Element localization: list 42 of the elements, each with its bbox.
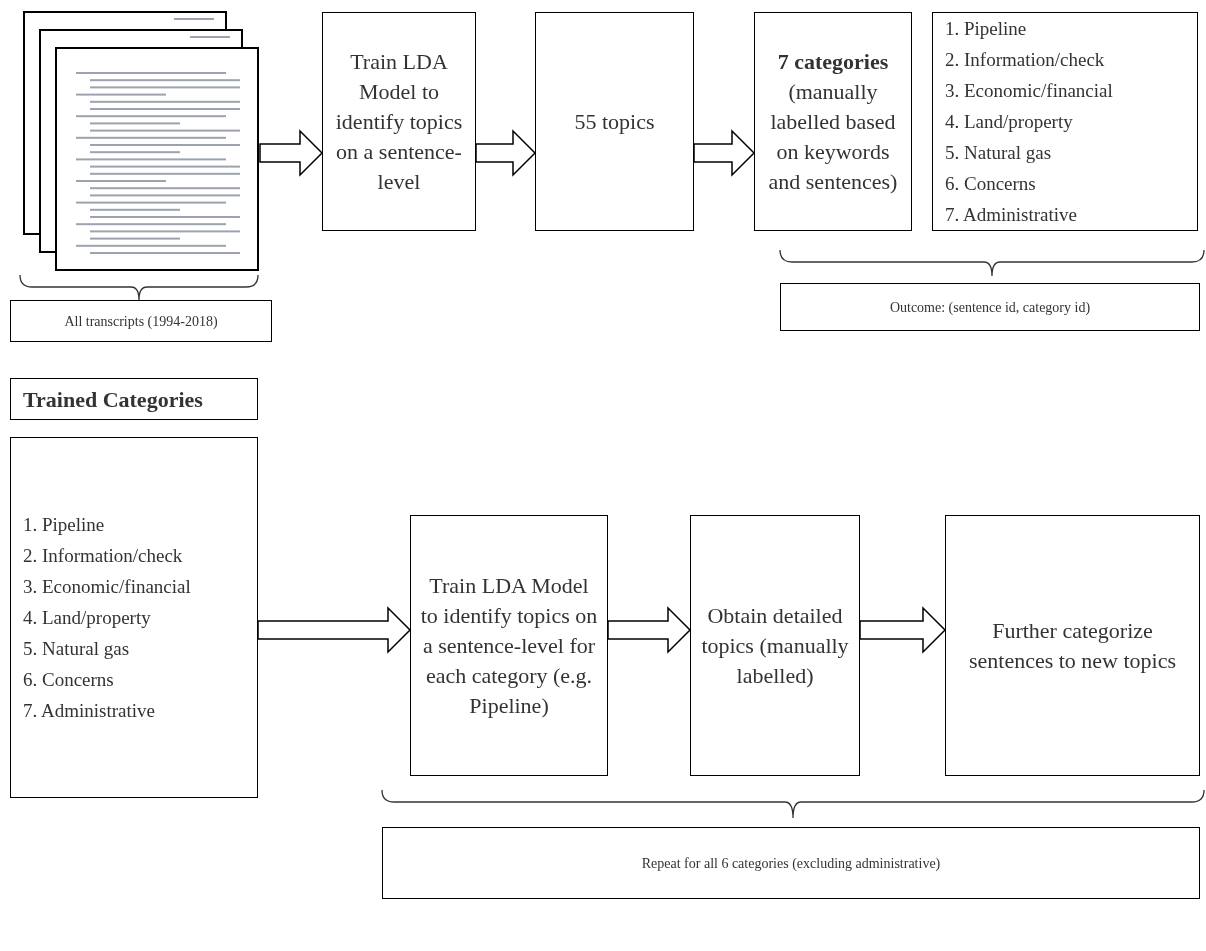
process-box [535,12,694,231]
block-arrow [475,129,537,177]
list-item: 2. Information/check [945,47,1106,72]
list-item: 6. Concerns [945,171,1037,196]
list-item: 5. Natural gas [23,636,131,661]
process-box [945,515,1200,776]
note-text: Outcome: (sentence id, category id) [889,298,1091,317]
list-item: 7. Administrative [945,202,1078,227]
list-item: 3. Economic/financial [945,78,1114,103]
box-text: Train LDA Model to identify topics on a sentence-level [334,47,464,196]
list-item: 3. Economic/financial [23,574,192,599]
block-arrow [257,606,412,654]
box-text: Train LDA Model to identify topics on a sentence-level for each category (e.g. Pipeline) [419,571,599,720]
list-box [10,437,258,798]
process-box [410,515,608,776]
block-arrow [693,129,756,177]
note-box [382,827,1200,899]
note-text: All transcripts (1994-2018) [64,312,218,331]
list-item: 4. Land/property [945,109,1074,134]
list-item: 5. Natural gas [945,140,1053,165]
box-text: Further categorize sentences to new topics [967,616,1178,675]
box-text: 7 categories (manually labelled based on keywords and sentences) [767,47,899,196]
note-box [780,283,1200,331]
box-text: 55 topics [574,107,655,136]
list-item: 1. Pipeline [945,16,1028,41]
note-box [10,300,272,342]
heading-box [10,378,258,420]
process-box [690,515,860,776]
block-arrow [859,606,947,654]
process-box [754,12,912,231]
list-item: 4. Land/property [23,605,152,630]
list-item: 7. Administrative [23,698,156,723]
list-item: 1. Pipeline [23,512,106,537]
list-item: 6. Concerns [23,667,115,692]
block-arrow [607,606,692,654]
note-text: Repeat for all 6 categories (excluding administrative) [641,854,941,873]
list-box [932,12,1198,231]
box-text: Obtain detailed topics (manually labelled) [700,601,850,690]
list-item: 2. Information/check [23,543,184,568]
block-arrow [259,129,324,177]
process-box [322,12,476,231]
heading: Trained Categories [23,385,203,414]
